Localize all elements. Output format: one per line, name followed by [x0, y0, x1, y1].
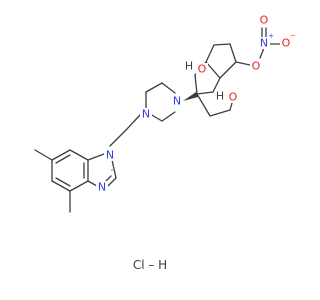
atom-n-nitro-charge: +	[268, 32, 274, 40]
bicyclic-ring	[194, 43, 237, 117]
atom-h-stereo-a: H	[185, 60, 193, 73]
atom-n-piperazine-1: N	[142, 108, 150, 121]
atom-n-benzimidazole-1: N	[106, 149, 114, 162]
atom-n-piperazine-4: N	[173, 95, 181, 108]
benzene-ring	[51, 149, 89, 192]
atom-o-nitro-minus: O	[282, 37, 291, 50]
atom-h-stereo-b: H	[216, 90, 224, 103]
nitrate-group	[235, 27, 283, 66]
atom-n-benzimidazole-3: N	[98, 181, 106, 194]
molecule-structure: N N N N O O O N + O O − H H	[34, 14, 296, 213]
atom-o-furan-b: O	[229, 91, 238, 104]
methyl-bond-upper	[34, 149, 53, 161]
atom-n-nitro: N	[260, 37, 268, 50]
propyl-chain	[109, 114, 143, 147]
atom-o-nitro-top: O	[260, 14, 269, 27]
atom-o-furan-a: O	[198, 63, 207, 76]
piperazine-ring	[145, 82, 176, 122]
salt-label: Cl – H	[132, 258, 168, 272]
stereo-hash-bond	[183, 92, 198, 101]
atom-o-nitro-charge: −	[290, 32, 296, 40]
atom-o-ester: O	[252, 60, 261, 73]
